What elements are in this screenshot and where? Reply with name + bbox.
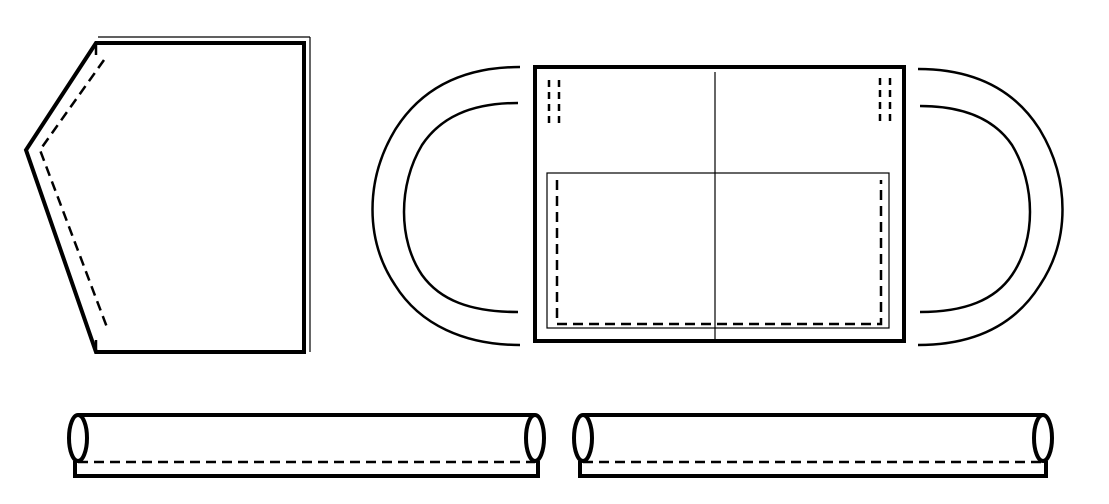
left-handle-outer — [371, 65, 521, 347]
front-panel-outline — [533, 65, 906, 343]
side-panel-seam-dashed — [38, 59, 110, 331]
front-panel — [533, 65, 906, 343]
right-handle-inner — [919, 104, 1032, 314]
side-panel-outline — [23, 41, 306, 354]
right-handle — [917, 67, 1064, 347]
right-handle-outer — [917, 67, 1064, 347]
tube-left — [67, 413, 546, 478]
tube-left-bottom — [73, 461, 540, 478]
left-handle-inner — [402, 101, 519, 314]
pocket-seam-dashed — [555, 180, 883, 326]
side-panel — [23, 36, 311, 354]
tube-right-bottom — [578, 461, 1048, 478]
pocket-outline — [546, 172, 890, 329]
left-handle — [371, 65, 521, 347]
tube-right — [572, 413, 1054, 478]
tube-right-end-right — [1032, 413, 1054, 463]
